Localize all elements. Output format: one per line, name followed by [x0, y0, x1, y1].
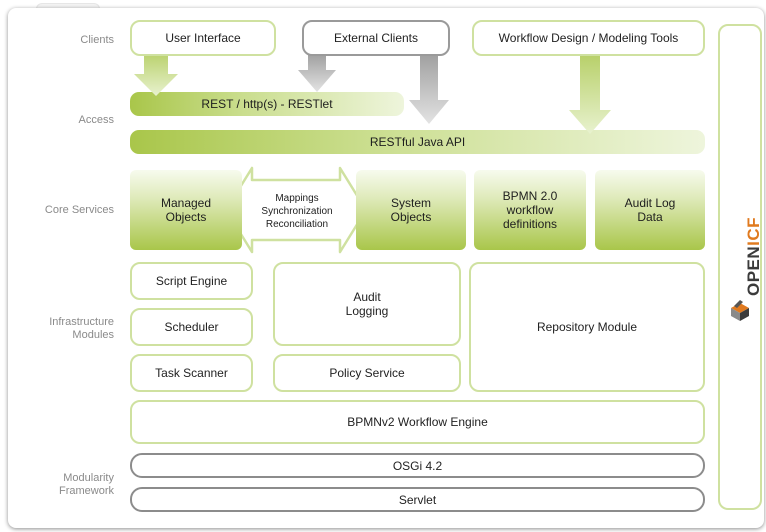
policy-service-box: Policy Service: [273, 354, 461, 392]
layer-label-core-services: Core Services: [44, 204, 114, 216]
layer-label-modularity-line1: Modularity: [63, 472, 114, 484]
bpmn-definitions-box: BPMN 2.0 workflow definitions: [474, 170, 586, 250]
system-objects-box: System Objects: [356, 170, 466, 250]
layer-label-clients: Clients: [80, 34, 114, 46]
user-interface-box: User Interface: [130, 20, 276, 56]
bpmn-label-2: workflow: [506, 203, 554, 217]
workflow-tools-box: Workflow Design / Modeling Tools: [472, 20, 705, 56]
task-scanner-box: Task Scanner: [130, 354, 253, 392]
mappings-text: Mappings Synchronization Reconciliation: [244, 192, 350, 231]
audit-logging-label-2: Logging: [345, 304, 389, 318]
script-engine-box: Script Engine: [130, 262, 253, 300]
bpmn-label-3: definitions: [502, 217, 558, 231]
bpmn-label-1: BPMN 2.0: [502, 189, 558, 203]
bpmnv2-workflow-engine-box: BPMNv2 Workflow Engine: [130, 400, 705, 444]
servlet-box: Servlet: [130, 487, 705, 512]
system-objects-label-2: Objects: [390, 210, 432, 224]
external-clients-box: External Clients: [302, 20, 450, 56]
audit-data-label-1: Audit Log: [624, 196, 676, 210]
audit-log-data-box: Audit Log Data: [595, 170, 705, 250]
openicf-column: [718, 24, 762, 510]
layer-label-infrastructure: Infrastructure Modules: [26, 316, 114, 342]
arrow-external-to-java-api: [409, 50, 449, 124]
rest-http-bar: REST / http(s) - RESTlet: [130, 92, 404, 116]
openicf-cube-icon: [731, 300, 749, 321]
scheduler-box: Scheduler: [130, 308, 253, 346]
layer-label-infrastructure-line2: Modules: [72, 329, 114, 341]
openicf-logo-icf: ICF: [744, 216, 763, 246]
osgi-box: OSGi 4.2: [130, 453, 705, 478]
managed-objects-label-1: Managed: [160, 196, 212, 210]
audit-logging-label-1: Audit: [353, 290, 381, 304]
layer-label-infrastructure-line1: Infrastructure: [49, 316, 114, 328]
system-objects-label-1: System: [390, 196, 431, 210]
layer-label-modularity: Modularity Framework: [26, 472, 114, 498]
audit-data-label-2: Data: [637, 210, 663, 224]
restful-java-api-bar: RESTful Java API: [130, 130, 705, 154]
openicf-logo-text: OPENICF: [744, 217, 764, 296]
arrow-ui-to-rest: [134, 52, 178, 96]
arrow-external-to-rest: [298, 52, 336, 92]
managed-objects-box: Managed Objects: [130, 170, 242, 250]
arrow-workflow-tools-to-java-api: [569, 55, 611, 134]
audit-logging-box: Audit Logging: [273, 262, 461, 346]
openicf-logo-open: OPEN: [744, 245, 763, 296]
layer-label-access: Access: [78, 114, 114, 126]
synchronization-label: Synchronization: [261, 206, 333, 217]
reconciliation-label: Reconciliation: [265, 219, 329, 230]
layer-label-modularity-line2: Framework: [58, 485, 114, 497]
managed-objects-label-2: Objects: [165, 210, 207, 224]
mappings-label: Mappings: [275, 193, 319, 204]
repository-module-box: Repository Module: [469, 262, 705, 392]
